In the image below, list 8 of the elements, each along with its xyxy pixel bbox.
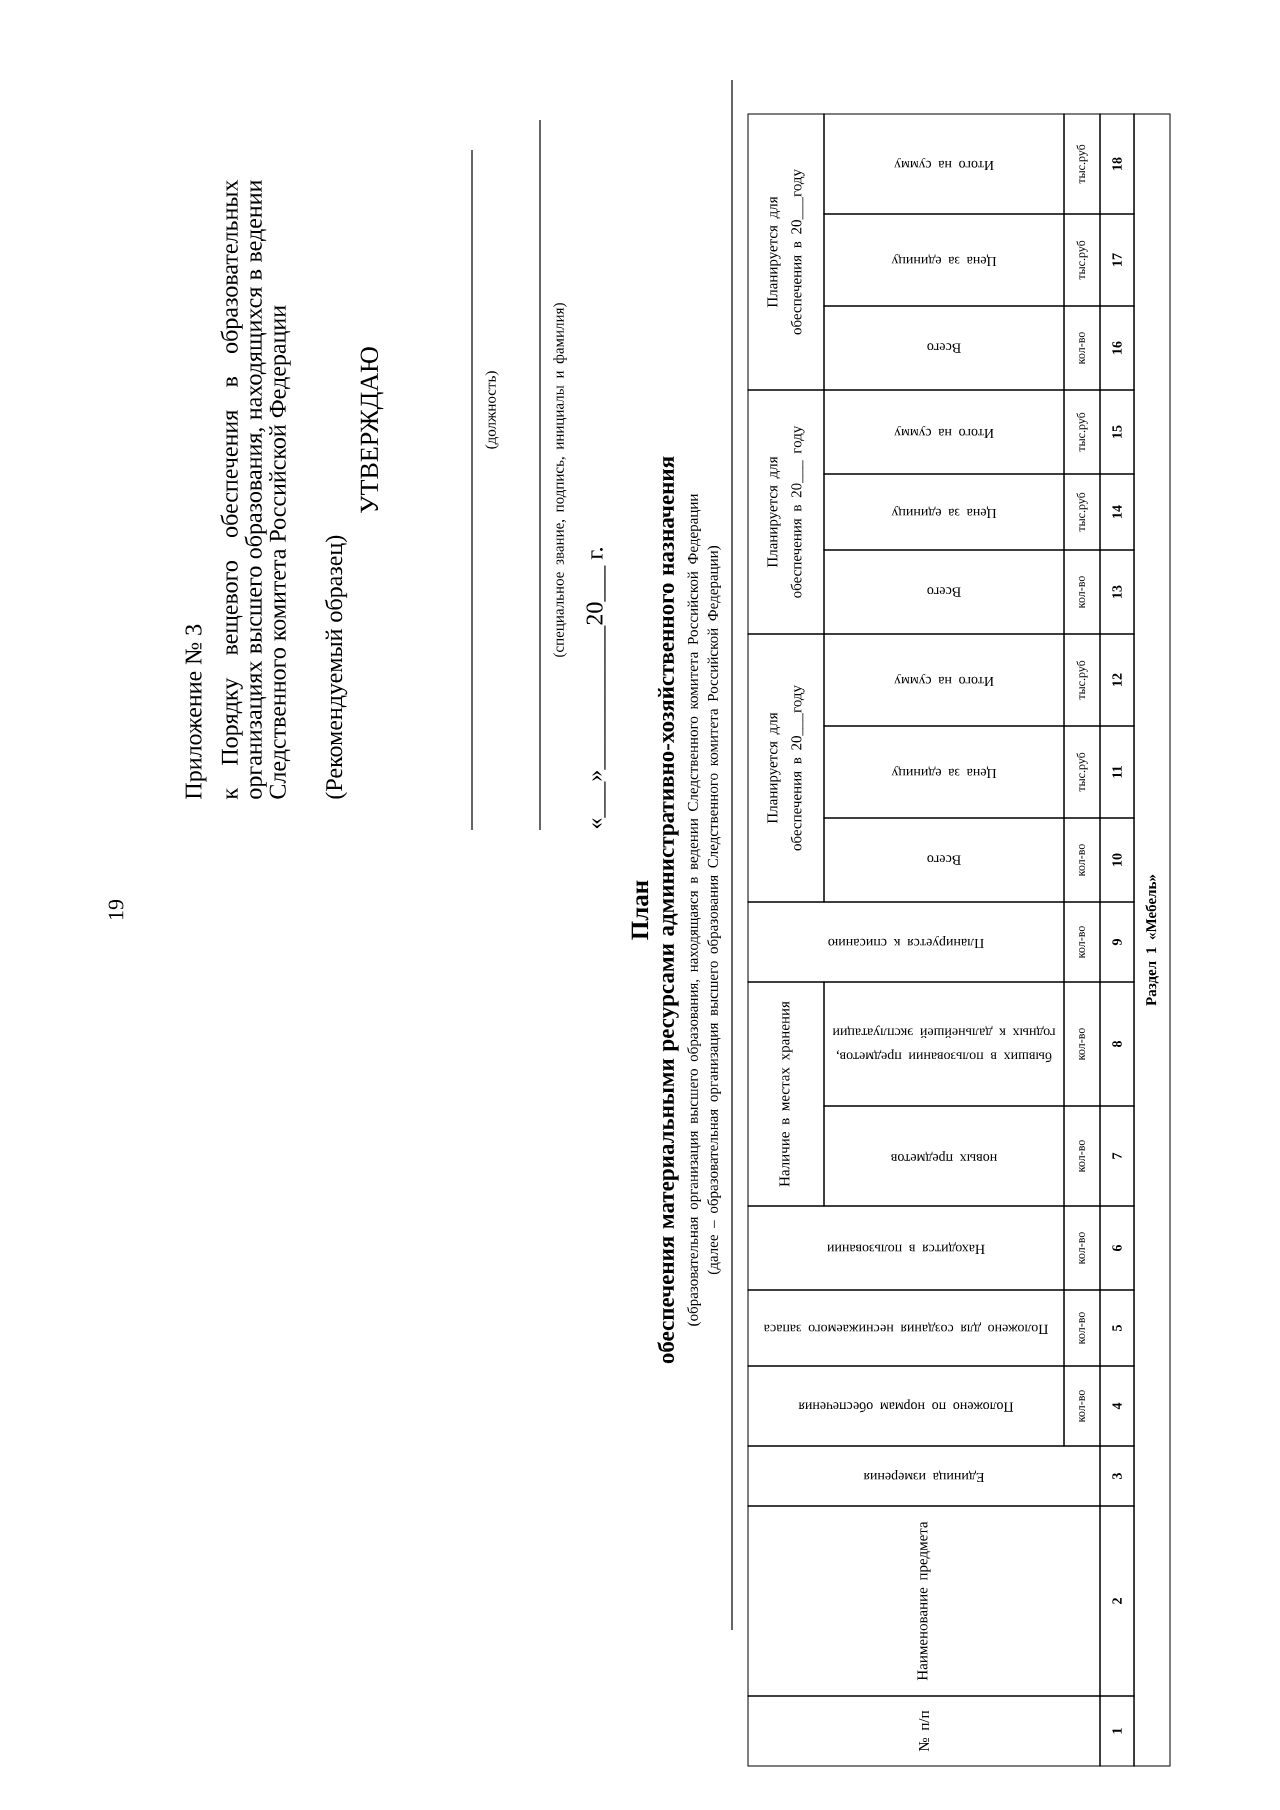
plan-subtitle: обеспечения материальными ресурсами административно-хозяйственного назначения bbox=[657, 456, 679, 1364]
page-number: 19 bbox=[108, 899, 124, 920]
appendix-heading: Приложение № 3 bbox=[185, 624, 207, 799]
appendix-text: к Порядку вещевого обеспечения в образовательных организациях высшего образования, находящихся в ведении Следственного комитета Российской Федерации bbox=[220, 179, 291, 800]
approval-heading: УТВЕРЖДАЮ bbox=[360, 347, 384, 513]
note-text: (Рекомендуемый образец) bbox=[324, 535, 348, 799]
date-field: «___»____________20___ г. bbox=[586, 548, 606, 829]
plan-title: План bbox=[631, 880, 649, 940]
